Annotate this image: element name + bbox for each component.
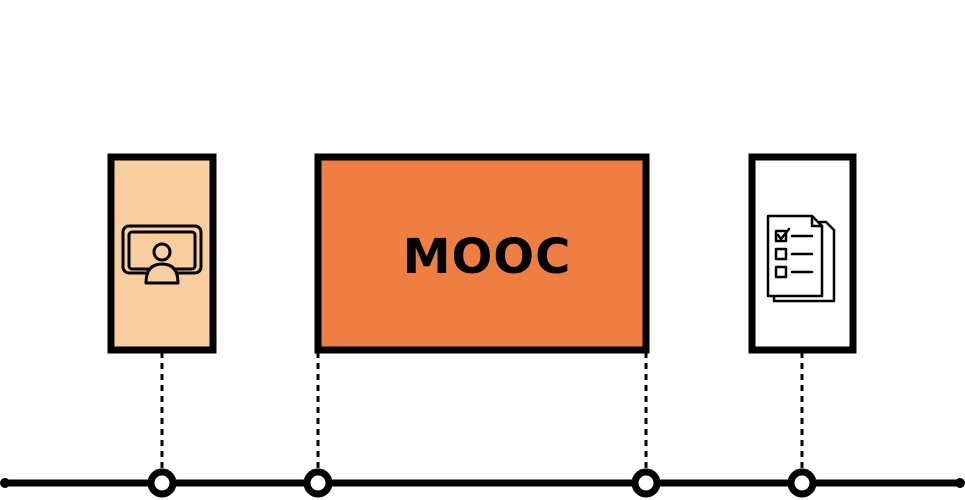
mooc-label: MOOC [403, 229, 572, 285]
timeline-end-left [0, 478, 10, 488]
timeline-end-right [955, 478, 965, 488]
timeline-node-2 [303, 468, 333, 498]
video-lecture-icon [121, 224, 203, 285]
checklist-document-icon [766, 214, 836, 303]
mooc-box [314, 153, 650, 354]
timeline-node-3 [631, 468, 661, 498]
timeline-node-1 [147, 468, 177, 498]
timeline-node-4 [787, 468, 817, 498]
